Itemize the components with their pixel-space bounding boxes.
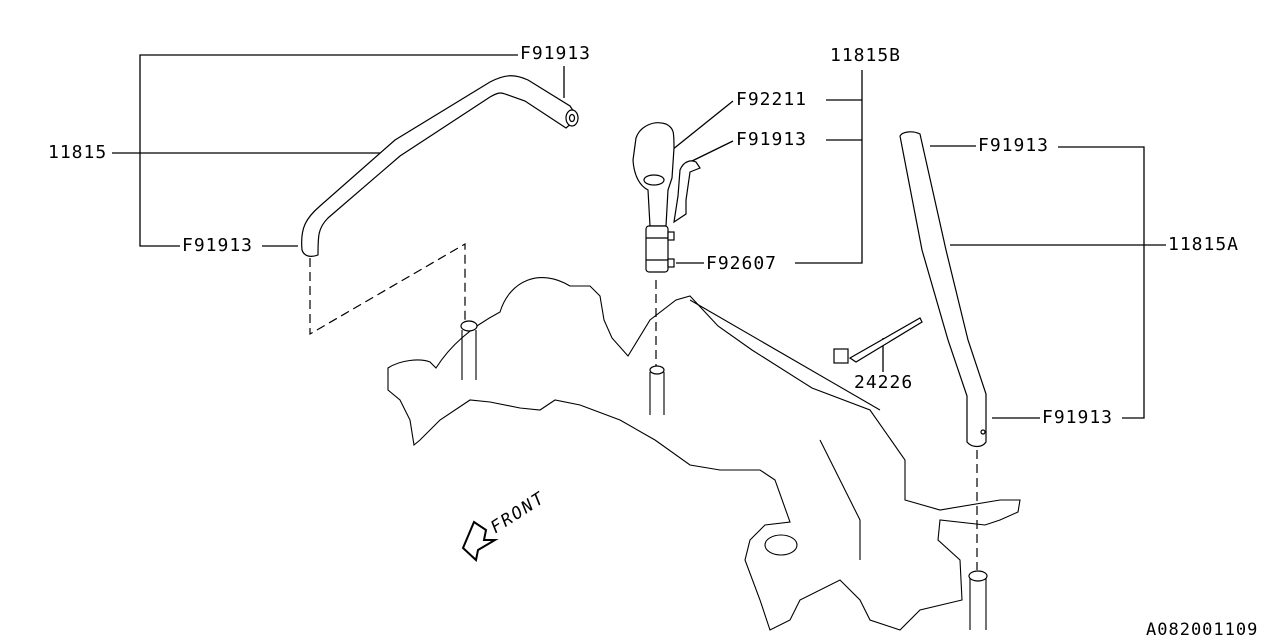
leader-lines [112,54,1166,419]
pcv-valve-11815b[interactable] [632,122,701,273]
figure-code: A082001109 [1146,620,1259,640]
dashed-assembly-line [309,242,978,570]
callout-f91913-hose-a-bottom[interactable]: F91913 [1040,407,1116,428]
callout-f91913-hose-a-top[interactable]: F91913 [976,135,1052,156]
callout-11815[interactable]: 11815 [46,142,110,163]
cable-tie-24226[interactable] [833,317,923,364]
callout-f91913-hose-top[interactable]: F91913 [518,43,594,64]
hose-11815[interactable] [301,75,579,257]
callout-11815b[interactable]: 11815B [828,45,904,66]
callout-f91913-hose-bottom[interactable]: F91913 [180,235,256,256]
callout-f92211[interactable]: F92211 [734,89,810,110]
callout-f92607[interactable]: F92607 [704,253,780,274]
engine-outline [387,277,1021,631]
hose-11815a[interactable] [899,131,987,448]
callout-f91913-pcv[interactable]: F91913 [734,129,810,150]
callout-24226[interactable]: 24226 [852,372,916,393]
callout-11815a[interactable]: 11815A [1166,234,1242,255]
front-arrow-icon [461,520,499,562]
